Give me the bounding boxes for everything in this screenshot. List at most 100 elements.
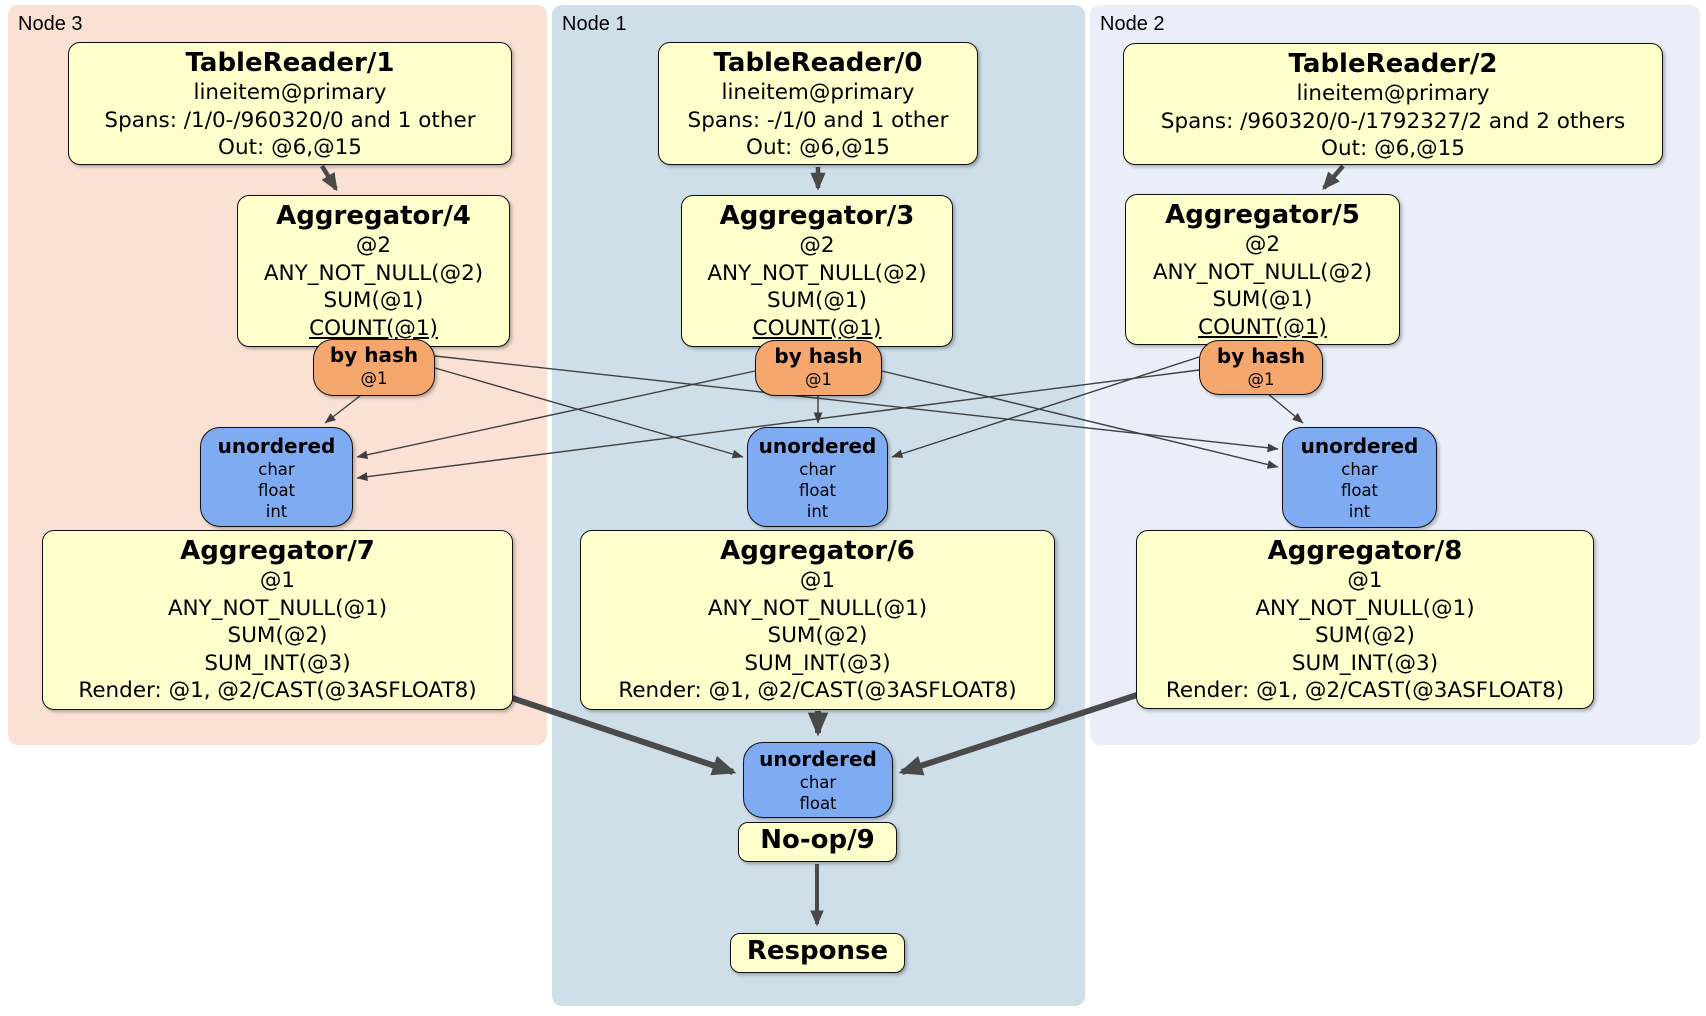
sync-unordered-final: unordered char float [743, 742, 893, 818]
processor-aggregator-6: Aggregator/6 @1 ANY_NOT_NULL(@1) SUM(@2)… [580, 530, 1055, 710]
edge-hash2-sync1 [891, 356, 1200, 458]
agg-group-col: @1 [259, 568, 296, 593]
agg-fn: SUM_INT(@3) [1291, 650, 1439, 676]
agg-fn: SUM(@1) [767, 288, 867, 313]
sync-title: unordered [217, 434, 336, 458]
agg-fn: COUNT(@1) [309, 315, 438, 341]
agg-render: Render: @1, @2/CAST(@3ASFLOAT8) [618, 678, 1017, 703]
sync-column: int [1348, 502, 1371, 521]
response-node: Response [730, 933, 905, 973]
agg-fn: SUM_INT(@3) [744, 650, 891, 676]
processor-title: Aggregator/7 [180, 536, 375, 566]
processor-title: TableReader/1 [185, 48, 395, 78]
edge-hash3-sync1 [434, 367, 744, 459]
sync-column: float [1340, 481, 1379, 500]
processor-aggregator-7: Aggregator/7 @1 ANY_NOT_NULL(@1) SUM(@2)… [42, 530, 513, 710]
router-columns: @1 [360, 369, 388, 388]
processor-noop-9: No-op/9 [738, 822, 897, 862]
processor-title: No-op/9 [760, 825, 875, 855]
processor-out: Out: @6,@15 [746, 135, 890, 160]
router-columns: @1 [1247, 370, 1275, 389]
router-title: by hash [774, 344, 863, 368]
sync-column: char [258, 460, 295, 479]
sync-unordered-node2: unordered char float int [1282, 427, 1437, 528]
edge-hash2-sync3 [356, 369, 1200, 482]
router-columns: @1 [805, 370, 832, 389]
processor-aggregator-3: Aggregator/3 @2 ANY_NOT_NULL(@2) SUM(@1)… [681, 195, 953, 347]
agg-fn: SUM_INT(@3) [204, 650, 351, 676]
processor-aggregator-5: Aggregator/5 @2 ANY_NOT_NULL(@2) SUM(@1)… [1125, 194, 1400, 345]
agg-fn: ANY_NOT_NULL(@2) [707, 260, 927, 286]
node-panel-label: Node 2 [1100, 13, 1165, 35]
processor-title: Aggregator/4 [276, 201, 471, 231]
edge-agg8-finalsync [898, 691, 1141, 776]
sync-title: unordered [1300, 434, 1419, 458]
processor-index: lineitem@primary [193, 80, 387, 105]
processor-spans: Spans: -/1/0 and 1 other [687, 107, 949, 133]
processor-aggregator-8: Aggregator/8 @1 ANY_NOT_NULL(@1) SUM(@2)… [1136, 530, 1594, 709]
agg-group-col: @2 [1244, 232, 1281, 257]
sync-unordered-node1: unordered char float int [747, 427, 888, 527]
agg-group-col: @1 [1347, 568, 1383, 593]
edge-hash1-sync3 [356, 370, 756, 460]
processor-tablereader-2: TableReader/2 lineitem@primary Spans: /9… [1123, 43, 1663, 165]
processor-title: Aggregator/6 [720, 536, 915, 566]
processor-title: Aggregator/5 [1165, 200, 1360, 230]
sync-column: int [265, 502, 288, 521]
processor-title: TableReader/2 [1288, 49, 1498, 79]
agg-group-col: @2 [355, 233, 392, 258]
edge-tr1-agg4 [320, 164, 338, 192]
router-by-hash-node2: by hash @1 [1199, 340, 1323, 395]
edge-agg7-finalsync [499, 691, 737, 776]
router-title: by hash [329, 343, 419, 367]
processor-title: Response [746, 936, 889, 966]
node-panel-label: Node 1 [562, 13, 627, 35]
router-by-hash-node1: by hash @1 [755, 340, 882, 396]
agg-render: Render: @1, @2/CAST(@3ASFLOAT8) [1165, 678, 1565, 703]
processor-title: Aggregator/8 [1267, 536, 1463, 566]
sync-column: int [806, 502, 829, 521]
sync-column: float [798, 481, 837, 500]
agg-fn: SUM(@1) [1212, 287, 1313, 312]
agg-group-col: @1 [799, 568, 836, 593]
sync-title: unordered [759, 747, 877, 771]
processor-spans: Spans: /960320/0-/1792327/2 and 2 others [1160, 108, 1626, 134]
agg-fn: SUM(@2) [1315, 623, 1415, 648]
edge-tr2-agg5 [1322, 164, 1345, 191]
agg-group-col: @2 [799, 233, 835, 258]
agg-fn: SUM(@1) [323, 288, 424, 313]
edge-hash1-sync2 [881, 370, 1279, 469]
agg-fn: SUM(@2) [767, 623, 868, 648]
processor-out: Out: @6,@15 [1321, 136, 1465, 161]
processor-index: lineitem@primary [1296, 81, 1490, 106]
processor-index: lineitem@primary [721, 80, 915, 105]
processor-aggregator-4: Aggregator/4 @2 ANY_NOT_NULL(@2) SUM(@1)… [237, 195, 510, 347]
processor-spans: Spans: /1/0-/960320/0 and 1 other [104, 107, 476, 133]
sync-unordered-node3: unordered char float int [200, 427, 353, 527]
agg-fn: SUM(@2) [227, 623, 328, 648]
sync-column: char [799, 460, 836, 479]
agg-fn: ANY_NOT_NULL(@1) [1255, 595, 1475, 621]
processor-out: Out: @6,@15 [218, 135, 362, 160]
router-by-hash-node3: by hash @1 [313, 339, 435, 396]
agg-fn: COUNT(@1) [752, 315, 882, 341]
node-panel-label: Node 3 [18, 13, 83, 35]
processor-title: TableReader/0 [713, 48, 923, 78]
router-title: by hash [1216, 344, 1306, 368]
sync-column: float [799, 794, 837, 813]
agg-fn: ANY_NOT_NULL(@1) [707, 595, 928, 621]
edge-hash3-sync3 [324, 395, 361, 424]
agg-render: Render: @1, @2/CAST(@3ASFLOAT8) [78, 678, 477, 703]
sync-column: char [1341, 460, 1378, 479]
processor-tablereader-0: TableReader/0 lineitem@primary Spans: -/… [658, 42, 978, 165]
agg-fn: ANY_NOT_NULL(@1) [167, 595, 388, 621]
agg-fn: COUNT(@1) [1198, 314, 1327, 340]
sync-column: float [257, 481, 296, 500]
agg-fn: ANY_NOT_NULL(@2) [1152, 259, 1373, 285]
sync-column: char [799, 773, 837, 792]
agg-fn: ANY_NOT_NULL(@2) [263, 260, 484, 286]
processor-title: Aggregator/3 [719, 201, 915, 231]
sync-title: unordered [758, 434, 877, 458]
